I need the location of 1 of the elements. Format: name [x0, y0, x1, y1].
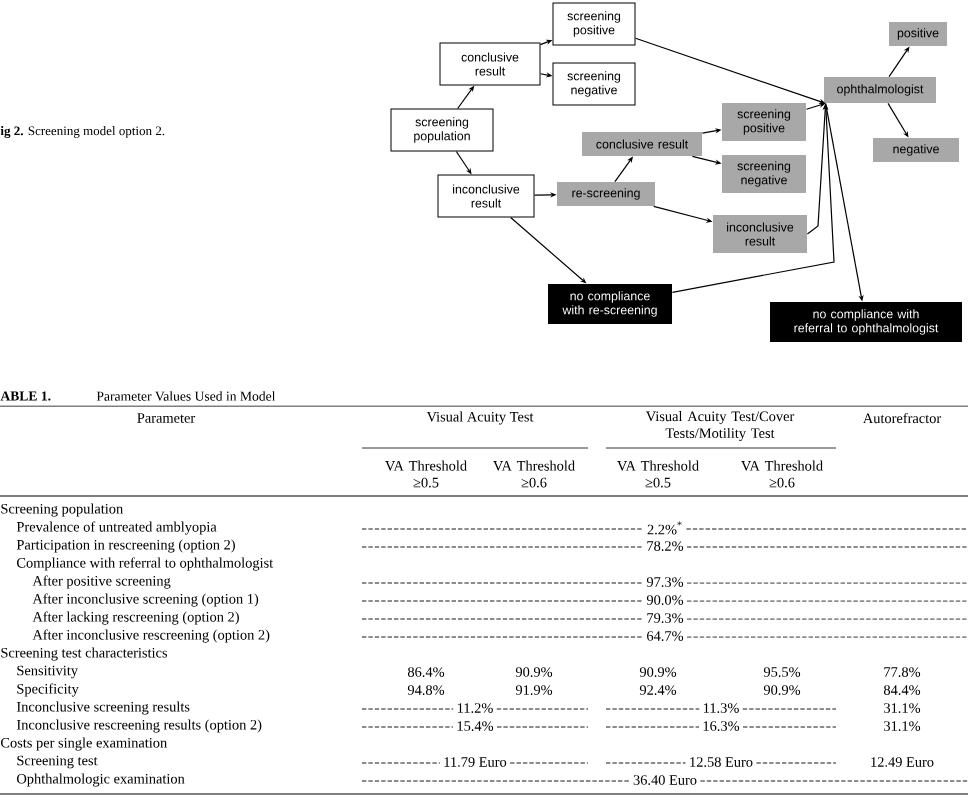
- arrow: [510, 216, 587, 284]
